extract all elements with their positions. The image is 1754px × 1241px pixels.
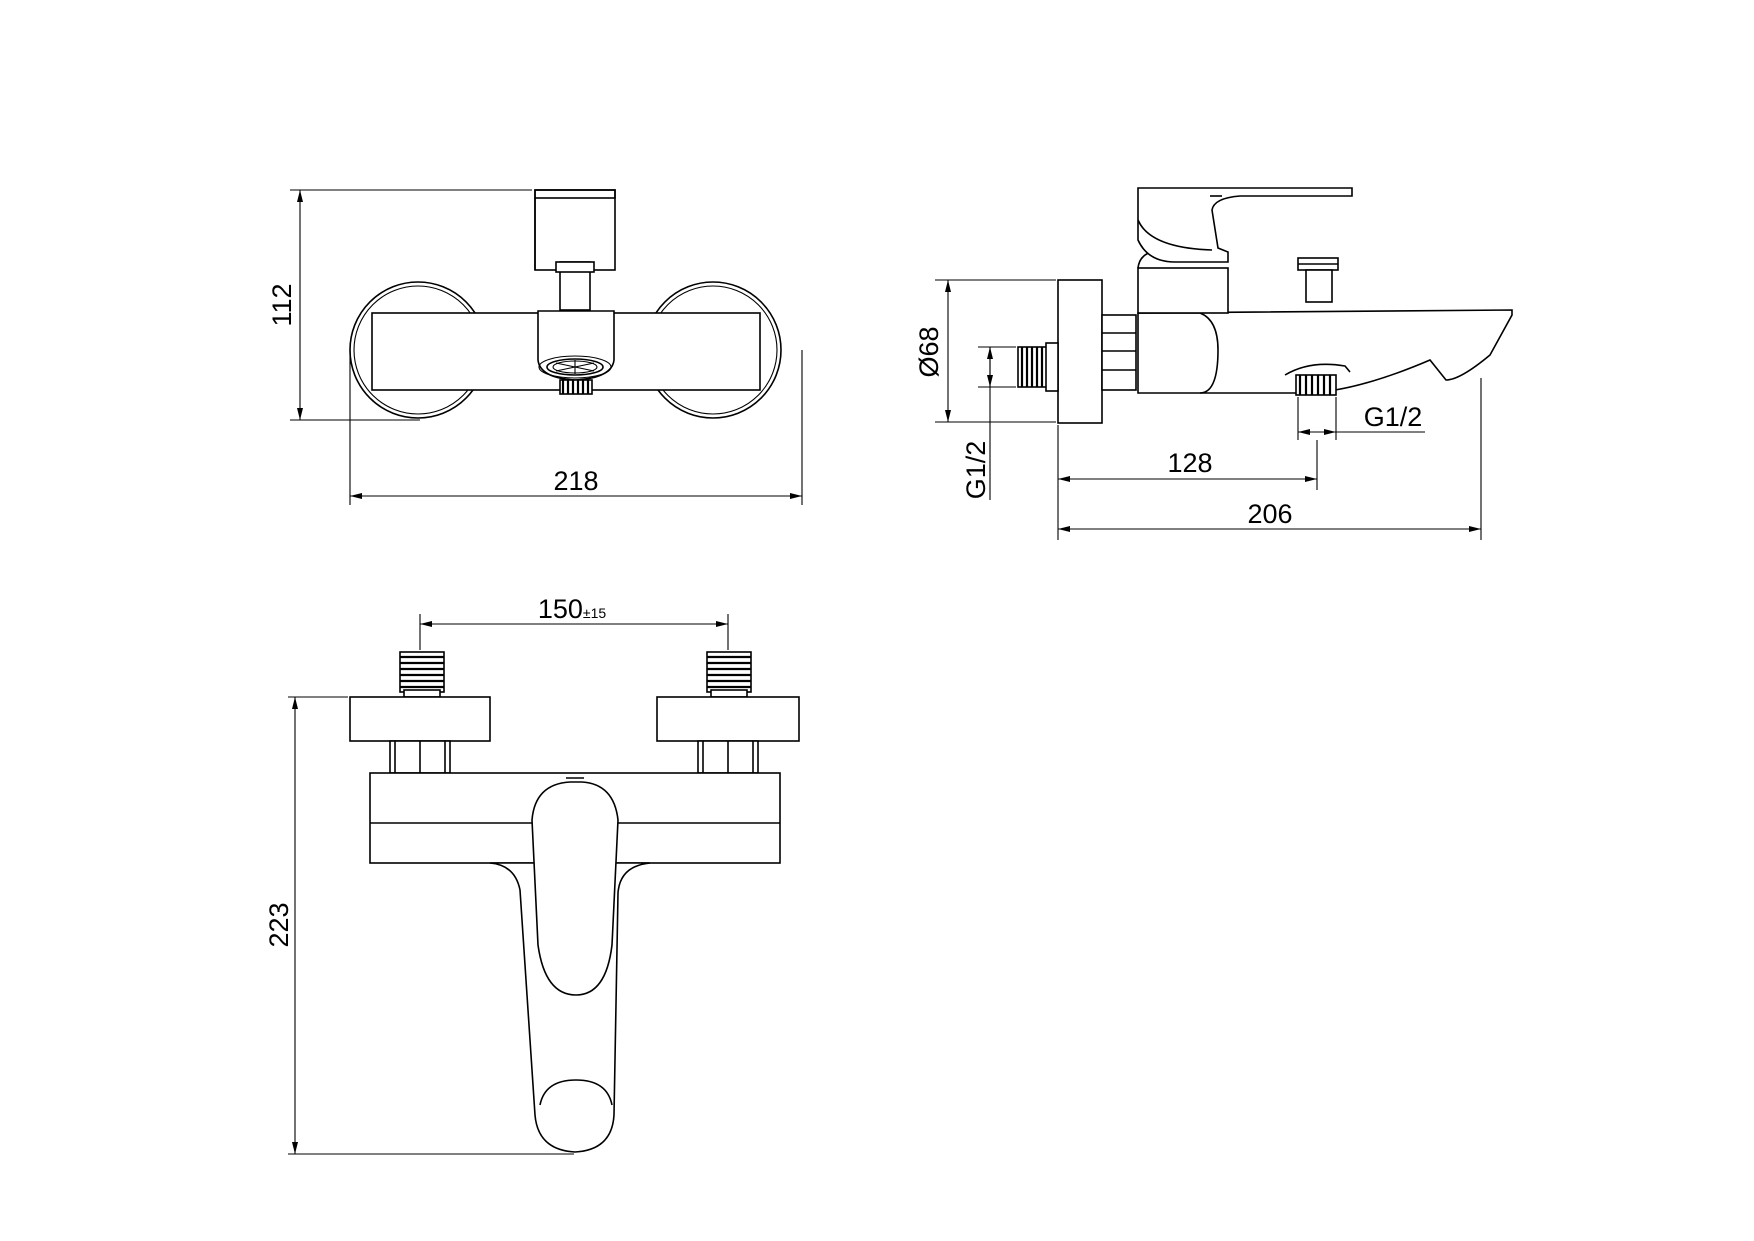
top-view: 150±15 223	[264, 594, 800, 1155]
front-aerator	[552, 360, 598, 374]
svg-text:150±15: 150±15	[538, 594, 607, 624]
top-left-inlet-thread	[399, 651, 445, 698]
side-inlet-thread	[1017, 342, 1059, 392]
front-lever-block	[534, 189, 616, 271]
front-width-dimension: 218	[349, 350, 803, 505]
top-depth-label: 223	[264, 902, 294, 947]
side-outlet-distance-label: 128	[1167, 448, 1212, 478]
side-total-length-label: 206	[1247, 499, 1292, 529]
side-total-length-dimension: 206	[1058, 378, 1482, 540]
top-left-escutcheon	[349, 696, 491, 742]
top-centers-label: 150	[538, 594, 583, 624]
side-hex-nut	[1101, 314, 1137, 391]
top-left-nut	[389, 740, 451, 774]
side-diameter-dimension: Ø68	[914, 279, 1056, 423]
side-inlet-thread-dimension: G1/2	[961, 346, 1016, 500]
front-outlet-thread	[559, 379, 593, 395]
side-outlet-thread-dimension: G1/2	[1297, 397, 1425, 440]
top-right-inlet-thread	[706, 651, 752, 698]
front-height-label: 112	[267, 283, 297, 326]
front-view: 112 218	[267, 189, 803, 505]
side-inlet-thread-label: G1/2	[961, 441, 991, 500]
side-outlet-thread	[1295, 374, 1337, 396]
top-right-escutcheon	[656, 696, 800, 742]
side-diameter-label: Ø68	[914, 326, 944, 377]
side-outlet-distance-dimension: 128	[1057, 425, 1318, 540]
top-centers-tolerance: ±15	[583, 605, 606, 621]
side-view: Ø68 G1/2 G1/2 128 206	[914, 187, 1513, 540]
top-right-nut	[697, 740, 759, 774]
side-escutcheon	[1057, 279, 1103, 424]
top-depth-dimension: 223	[264, 696, 574, 1155]
top-lever	[489, 777, 651, 1153]
top-centers-dimension: 150±15	[419, 594, 729, 650]
side-outlet-thread-label: G1/2	[1364, 402, 1423, 432]
side-lever	[1137, 187, 1353, 263]
side-diverter-knob	[1297, 257, 1339, 303]
front-width-label: 218	[553, 466, 598, 496]
front-height-dimension: 112	[267, 189, 532, 421]
